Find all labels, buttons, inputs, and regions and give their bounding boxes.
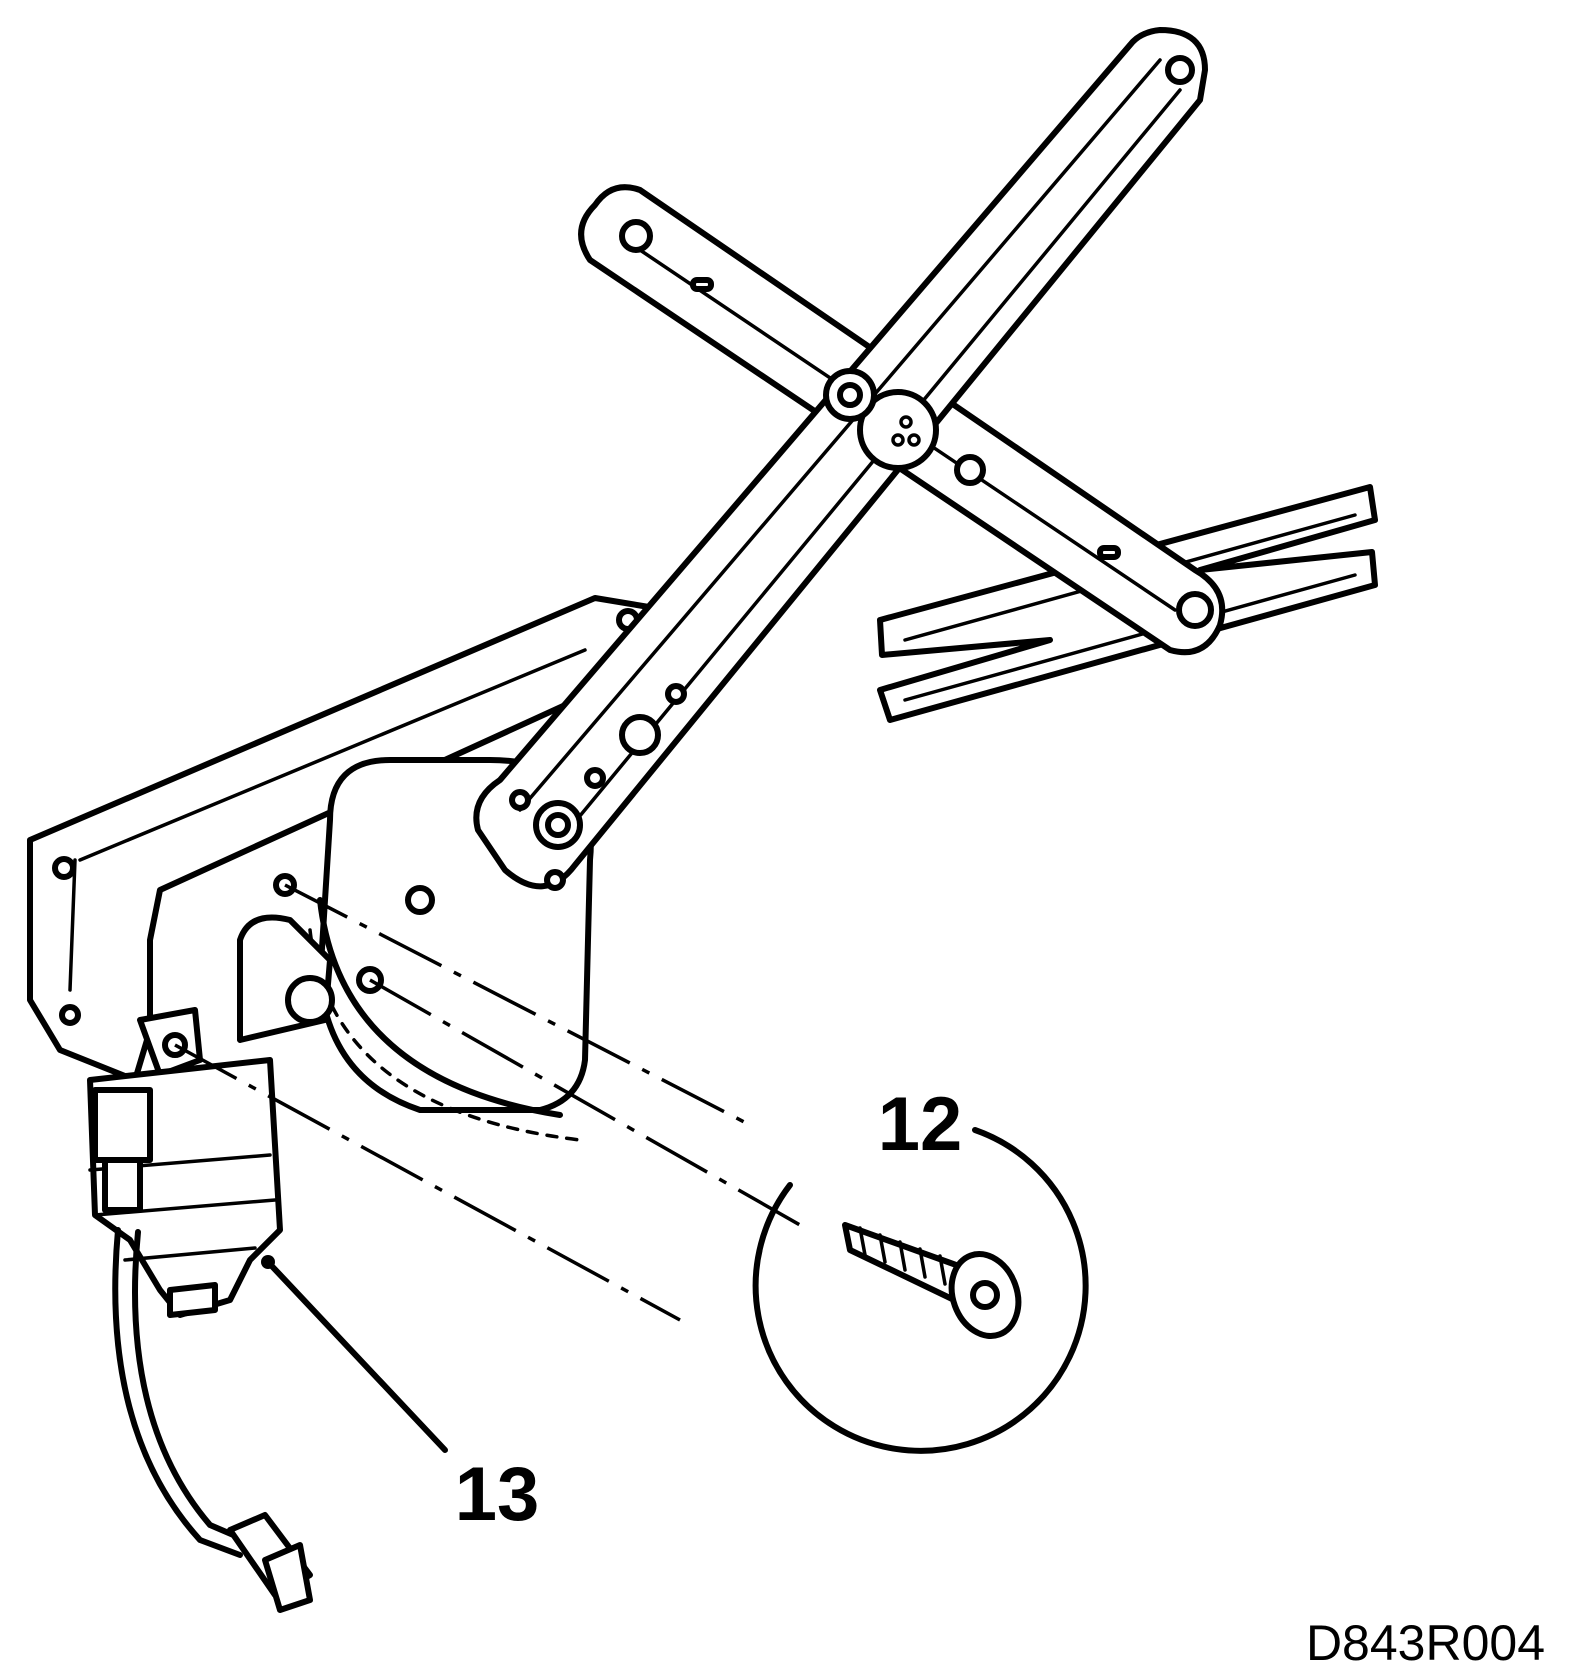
alignment-lines	[174, 883, 801, 1322]
leader-dot-13	[261, 1255, 275, 1269]
motor-cable	[112, 1227, 313, 1613]
callout-13: 13	[455, 1452, 540, 1537]
motor-housing	[137, 914, 335, 1078]
long-lift-arm	[473, 27, 1208, 891]
callout-12: 12	[878, 1082, 963, 1167]
drawing-reference-code: D843R004	[1306, 1615, 1545, 1671]
leader-line-13	[265, 1259, 448, 1453]
electric-motor	[87, 1057, 283, 1318]
pivot-joint	[823, 368, 939, 471]
screw-detail-circle	[752, 1127, 1089, 1454]
